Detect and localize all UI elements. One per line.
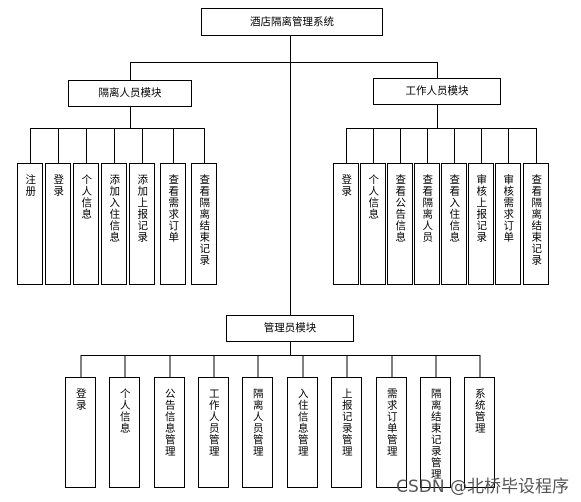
module-1-child-node-5: 审核上报记录 bbox=[468, 163, 494, 285]
module-0-child-label-6: 查看隔离结束记录 bbox=[198, 174, 211, 266]
module-1-child-node-4: 查看入住信息 bbox=[441, 163, 467, 285]
module-2-child-label-4: 隔离人员管理 bbox=[251, 388, 264, 457]
module-2-child-node-4: 隔离人员管理 bbox=[242, 377, 273, 488]
module-2-child-label-5: 入住信息管理 bbox=[296, 388, 309, 457]
module-2-child-label-0: 登录 bbox=[74, 388, 87, 411]
module-1-child-node-0: 登录 bbox=[333, 163, 359, 285]
module-1-child-label-0: 登录 bbox=[340, 174, 353, 197]
module-0-child-node-2: 个人信息 bbox=[73, 163, 99, 285]
module-2-child-label-3: 工作人员管理 bbox=[207, 388, 220, 457]
module-2-child-label-2: 公告信息管理 bbox=[163, 388, 176, 457]
module-1-child-node-2: 查看公告信息 bbox=[387, 163, 413, 285]
module-2-child-node-2: 公告信息管理 bbox=[154, 377, 185, 488]
module-1-child-label-4: 查看入住信息 bbox=[448, 174, 461, 243]
module-2-child-label-1: 个人信息 bbox=[118, 388, 131, 434]
module-2-child-node-8: 隔离结束记录管理 bbox=[420, 377, 451, 488]
module-1-child-node-7: 查看隔离结束记录 bbox=[523, 163, 549, 285]
module-0-child-label-0: 注册 bbox=[24, 174, 37, 197]
module-0-child-node-6: 查看隔离结束记录 bbox=[191, 163, 217, 285]
module-0-child-label-2: 个人信息 bbox=[80, 174, 93, 220]
module-0-child-label-5: 查看需求订单 bbox=[167, 174, 180, 243]
module-0-child-label-1: 登录 bbox=[52, 174, 65, 197]
module-2-child-node-6: 上报记录管理 bbox=[331, 377, 362, 488]
module-2-child-node-3: 工作人员管理 bbox=[198, 377, 229, 488]
module-2-child-node-7: 需求订单管理 bbox=[376, 377, 407, 488]
module-1-child-label-7: 查看隔离结束记录 bbox=[530, 174, 543, 266]
module-2-child-label-9: 系统管理 bbox=[473, 388, 486, 434]
module-node-staff: 工作人员模块 bbox=[373, 78, 501, 105]
module-2-child-label-7: 需求订单管理 bbox=[385, 388, 398, 457]
module-0-child-label-4: 添加上报记录 bbox=[136, 174, 149, 243]
module-2-child-label-8: 隔离结束记录管理 bbox=[429, 388, 442, 480]
module-1-child-node-6: 审核需求订单 bbox=[495, 163, 521, 285]
module-1-child-label-3: 查看隔离人员 bbox=[421, 174, 434, 243]
module-2-child-label-6: 上报记录管理 bbox=[340, 388, 353, 457]
module-2-child-node-1: 个人信息 bbox=[109, 377, 140, 488]
module-2-child-node-0: 登录 bbox=[65, 377, 96, 488]
module-node-admin: 管理员模块 bbox=[226, 315, 354, 342]
module-0-child-node-5: 查看需求订单 bbox=[160, 163, 186, 285]
module-1-child-label-2: 查看公告信息 bbox=[394, 174, 407, 243]
module-0-child-label-3: 添加入住信息 bbox=[108, 174, 121, 243]
module-1-child-label-1: 个人信息 bbox=[367, 174, 380, 220]
module-0-child-node-0: 注册 bbox=[17, 163, 43, 285]
root-node: 酒店隔离管理系统 bbox=[201, 8, 383, 36]
module-0-child-node-4: 添加上报记录 bbox=[129, 163, 155, 285]
module-1-child-label-5: 审核上报记录 bbox=[475, 174, 488, 243]
module-1-child-label-6: 审核需求订单 bbox=[502, 174, 515, 243]
module-1-child-node-3: 查看隔离人员 bbox=[414, 163, 440, 285]
module-0-child-node-1: 登录 bbox=[45, 163, 71, 285]
module-2-child-node-9: 系统管理 bbox=[464, 377, 495, 488]
module-1-child-node-1: 个人信息 bbox=[360, 163, 386, 285]
module-2-child-node-5: 入住信息管理 bbox=[287, 377, 318, 488]
csdn-watermark: CSDN @北桥毕设程序 bbox=[396, 477, 569, 497]
module-node-isolated-persons: 隔离人员模块 bbox=[68, 80, 192, 107]
module-0-child-node-3: 添加入住信息 bbox=[101, 163, 127, 285]
